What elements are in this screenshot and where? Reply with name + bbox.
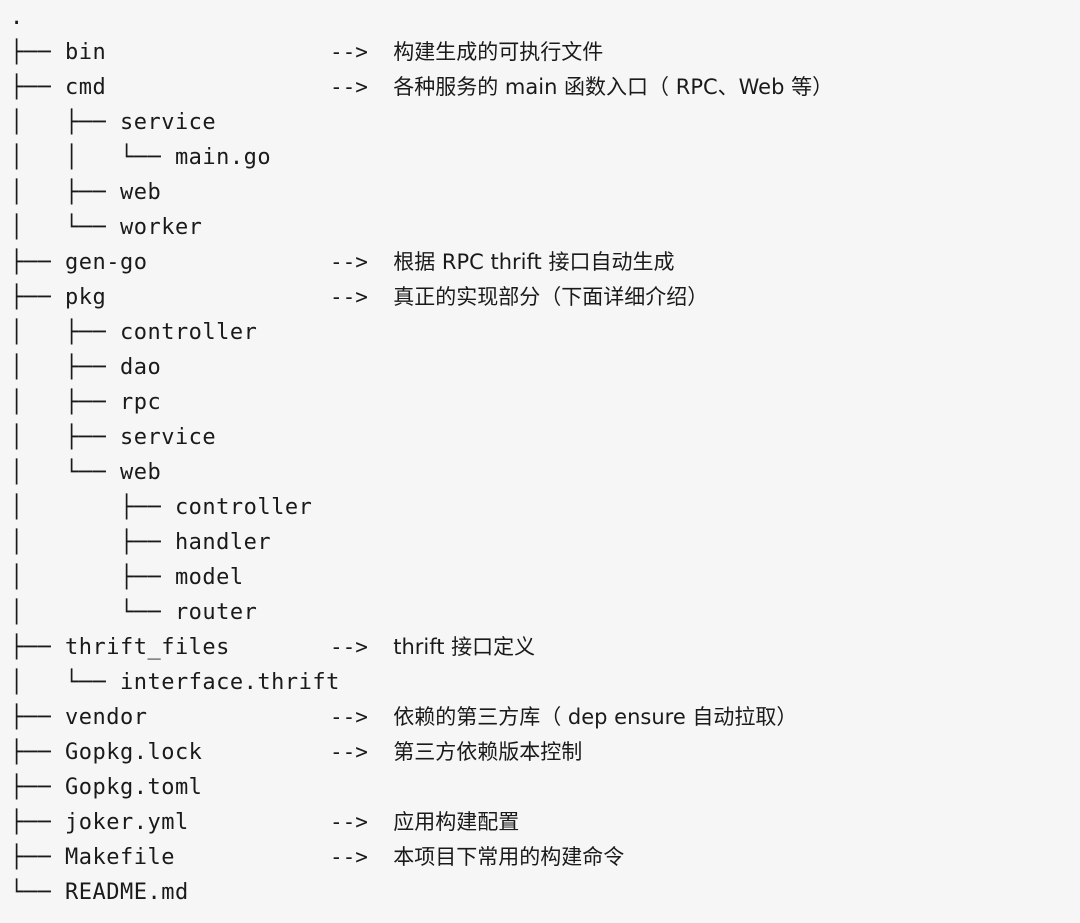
tree-annotation: --> 应用构建配置: [330, 805, 519, 840]
tree-row: │ ├── service: [0, 420, 1080, 455]
annotation-text: 根据 RPC thrift 接口自动生成: [393, 250, 675, 274]
arrow-glyph: -->: [330, 75, 368, 99]
tree-row: │ ├── web: [0, 175, 1080, 210]
arrow-glyph: -->: [330, 40, 368, 64]
tree-entry: .: [10, 5, 24, 30]
tree-annotation: --> 各种服务的 main 函数入口（ RPC、Web 等）: [330, 70, 833, 105]
tree-row: │ └── web: [0, 455, 1080, 490]
tree-annotation: --> 构建生成的可执行文件: [330, 35, 603, 70]
arrow-glyph: -->: [330, 845, 368, 869]
tree-entry: ├── bin: [10, 40, 107, 65]
tree-row: │ └── worker: [0, 210, 1080, 245]
tree-entry: ├── cmd: [10, 75, 107, 100]
tree-entry: │ ├── service: [10, 110, 217, 135]
tree-row: │ ├── controller: [0, 315, 1080, 350]
tree-entry: ├── gen-go: [10, 250, 148, 275]
tree-entry: │ ├── rpc: [10, 390, 162, 415]
tree-entry: ├── Gopkg.toml: [10, 775, 203, 800]
arrow-glyph: -->: [330, 635, 368, 659]
annotation-text: 构建生成的可执行文件: [393, 40, 604, 64]
tree-row: ├── vendor --> 依赖的第三方库（ dep ensure 自动拉取）: [0, 700, 1080, 735]
tree-entry: │ └── interface.thrift: [10, 670, 340, 695]
tree-entry: │ ├── controller: [10, 495, 313, 520]
tree-row: │ ├── model: [0, 560, 1080, 595]
tree-row: │ ├── dao: [0, 350, 1080, 385]
tree-row: ├── bin --> 构建生成的可执行文件: [0, 35, 1080, 70]
tree-entry: ├── thrift_files: [10, 635, 230, 660]
tree-entry: └── README.md: [10, 880, 189, 905]
arrow-glyph: -->: [330, 810, 368, 834]
tree-entry: │ ├── handler: [10, 530, 272, 555]
tree-annotation: --> 依赖的第三方库（ dep ensure 自动拉取）: [330, 700, 797, 735]
tree-entry: ├── Gopkg.lock: [10, 740, 203, 765]
arrow-glyph: -->: [330, 250, 368, 274]
tree-annotation: --> 真正的实现部分（下面详细介绍）: [330, 280, 708, 315]
tree-entry: │ ├── controller: [10, 320, 258, 345]
arrow-glyph: -->: [330, 705, 368, 729]
tree-row: ├── cmd --> 各种服务的 main 函数入口（ RPC、Web 等）: [0, 70, 1080, 105]
annotation-text: 依赖的第三方库（ dep ensure 自动拉取）: [393, 705, 798, 729]
tree-row: ├── Makefile --> 本项目下常用的构建命令: [0, 840, 1080, 875]
tree-row: ├── pkg --> 真正的实现部分（下面详细介绍）: [0, 280, 1080, 315]
tree-row: │ ├── service: [0, 105, 1080, 140]
tree-row: │ └── interface.thrift: [0, 665, 1080, 700]
tree-row: │ ├── handler: [0, 525, 1080, 560]
annotation-text: 本项目下常用的构建命令: [393, 845, 625, 869]
tree-annotation: --> 本项目下常用的构建命令: [330, 840, 624, 875]
tree-entry: │ └── web: [10, 460, 162, 485]
tree-entry: │ ├── dao: [10, 355, 162, 380]
tree-row: │ ├── controller: [0, 490, 1080, 525]
tree-row: ├── gen-go --> 根据 RPC thrift 接口自动生成: [0, 245, 1080, 280]
annotation-text: 第三方依赖版本控制: [393, 740, 583, 764]
tree-annotation: --> 第三方依赖版本控制: [330, 735, 582, 770]
tree-row: ├── Gopkg.toml: [0, 770, 1080, 805]
annotation-text: 真正的实现部分（下面详细介绍）: [393, 285, 709, 309]
tree-entry: │ ├── web: [10, 180, 162, 205]
tree-row: .: [0, 0, 1080, 35]
arrow-glyph: -->: [330, 285, 368, 309]
tree-entry: │ └── router: [10, 600, 258, 625]
tree-entry: ├── Makefile: [10, 845, 175, 870]
tree-entry: │ ├── model: [10, 565, 244, 590]
tree-entry: ├── joker.yml: [10, 810, 189, 835]
tree-entry: │ └── worker: [10, 215, 203, 240]
annotation-text: 应用构建配置: [393, 810, 520, 834]
tree-row: ├── thrift_files --> thrift 接口定义: [0, 630, 1080, 665]
tree-entry: │ ├── service: [10, 425, 217, 450]
tree-row: └── README.md: [0, 875, 1080, 910]
arrow-glyph: -->: [330, 740, 368, 764]
annotation-text: 各种服务的 main 函数入口（ RPC、Web 等）: [393, 75, 834, 99]
tree-row: ├── Gopkg.lock --> 第三方依赖版本控制: [0, 735, 1080, 770]
tree-entry: │ │ └── main.go: [10, 145, 272, 170]
tree-row: ├── joker.yml --> 应用构建配置: [0, 805, 1080, 840]
tree-annotation: --> 根据 RPC thrift 接口自动生成: [330, 245, 674, 280]
tree-entry: ├── vendor: [10, 705, 148, 730]
tree-entry: ├── pkg: [10, 285, 107, 310]
annotation-text: thrift 接口定义: [393, 635, 536, 659]
tree-annotation: --> thrift 接口定义: [330, 630, 535, 665]
tree-row: │ ├── rpc: [0, 385, 1080, 420]
tree-row: │ │ └── main.go: [0, 140, 1080, 175]
tree-row: │ └── router: [0, 595, 1080, 630]
